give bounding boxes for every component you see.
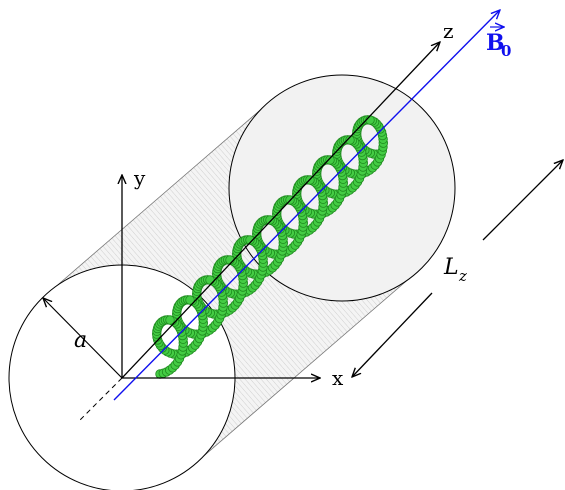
helix-bead — [185, 295, 195, 305]
x-axis-label: x — [332, 366, 344, 390]
cylinder-top-edge — [46, 104, 267, 296]
y-axis-label: y — [133, 166, 146, 190]
b0-label-main: B — [486, 30, 505, 56]
b0-label-sub: 0 — [501, 42, 511, 60]
helix-bead — [205, 275, 215, 285]
radius-label: a — [74, 328, 87, 353]
field-line-dashed — [77, 377, 123, 423]
helix-bead — [165, 315, 175, 325]
length-label-main: L — [443, 255, 459, 280]
length-label-sub: z — [458, 267, 467, 285]
helix-bead — [245, 235, 255, 245]
radius-dimension-arrow — [43, 298, 123, 379]
z-axis-arrow — [121, 42, 440, 379]
b0-field-line — [113, 10, 500, 401]
cylinder-bottom-edge — [197, 270, 418, 462]
z-axis-label: z — [443, 19, 454, 43]
b0-field-label: B 0 — [486, 27, 511, 60]
length-arrow-lower — [352, 292, 433, 377]
helix-bead — [325, 155, 335, 165]
length-arrow-upper — [482, 160, 563, 241]
helix-bead — [265, 215, 275, 225]
helix-bead — [345, 135, 355, 145]
helix-particle-trajectory — [151, 115, 389, 379]
length-label: L z — [443, 255, 467, 285]
